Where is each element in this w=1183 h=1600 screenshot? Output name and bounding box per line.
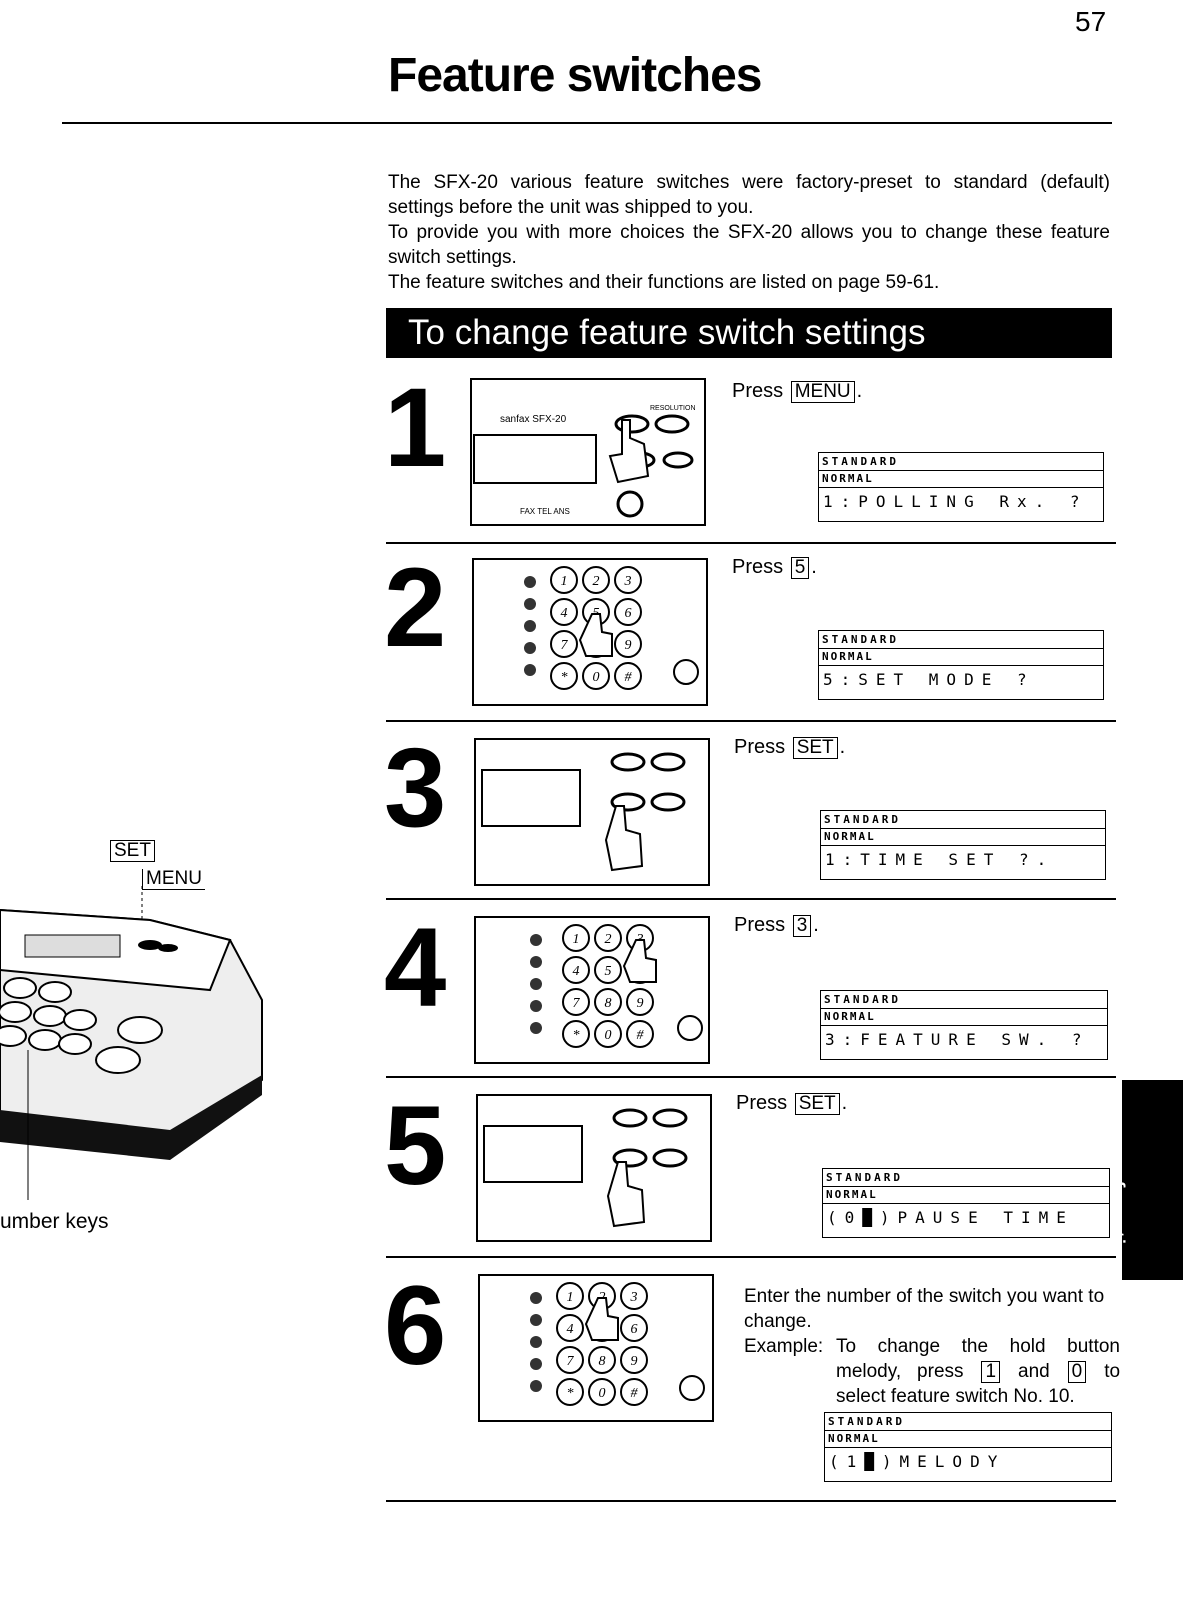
step-instruction: Press 5. [732,556,817,579]
svg-text:#: # [631,1386,639,1401]
brand-label: sanfax SFX-20 [500,414,567,425]
example-text: To change the hold button melody, press … [836,1336,1121,1407]
number-key: 3 [792,915,812,937]
svg-text:7: 7 [573,996,581,1011]
svg-text:4: 4 [573,964,580,979]
number-key: 0 [1067,1361,1087,1383]
step-instruction: Press SET. [734,736,846,759]
step-instruction: Enter the number of the switch you want … [744,1284,1120,1409]
intro-text: The SFX-20 various feature switches were… [388,170,1110,295]
svg-text:4: 4 [561,606,568,621]
svg-text:2: 2 [593,574,600,589]
step-separator [386,720,1116,722]
left-menu-key-label: MENU [140,866,207,890]
page-number: 57 [1075,6,1107,37]
svg-text:1: 1 [573,932,580,947]
page-title: Feature switches [388,49,762,102]
svg-text:3: 3 [630,1290,638,1305]
svg-text:*: * [573,1028,580,1043]
keypad-illustration: 123 456 789 *0# [474,916,710,1064]
svg-text:*: * [561,670,568,685]
step-number: 2 [384,545,447,670]
step-separator [386,1500,1116,1502]
svg-text:9: 9 [625,638,632,653]
svg-text:8: 8 [605,996,612,1011]
keypad-illustration: 123 456 789 *0# [478,1274,714,1422]
set-key: SET [794,1093,840,1115]
step-instruction: Press MENU. [732,380,863,403]
step-separator [386,1256,1116,1258]
svg-text:9: 9 [637,996,644,1011]
svg-text:8: 8 [599,1354,606,1369]
control-panel-illustration: sanfax SFX-20 FAX TEL ANS RESOLUTION [470,378,706,526]
svg-text:*: * [567,1386,574,1401]
step-instruction: Press 3. [734,914,819,937]
fax-machine-illustration [0,886,263,1200]
svg-text:6: 6 [625,606,632,621]
svg-text:0: 0 [593,670,600,685]
svg-text:1: 1 [567,1290,574,1305]
number-keys-caption: umber keys [0,1210,109,1233]
step-separator [386,898,1116,900]
svg-text:4: 4 [567,1322,574,1337]
intro-paragraph-2: To provide you with more choices the SFX… [388,222,1110,268]
set-key: SET [792,737,838,759]
svg-text:5: 5 [605,964,612,979]
number-key: 1 [981,1361,1001,1383]
title-rule [62,122,1112,124]
svg-text:2: 2 [605,932,612,947]
control-panel-illustration [476,1094,712,1242]
intro-paragraph-1: The SFX-20 various feature switches were… [388,172,1110,218]
svg-text:7: 7 [561,638,569,653]
step-separator [386,1076,1116,1078]
number-key: 5 [790,557,810,579]
side-tab: functions [1100,1080,1183,1288]
svg-text:3: 3 [624,574,632,589]
step-separator [386,542,1116,544]
svg-text:#: # [625,670,633,685]
svg-text:6: 6 [631,1322,638,1337]
enter-switch-text: Enter the number of the switch you want … [744,1286,1105,1332]
example-label: Example: [744,1336,824,1357]
left-set-key-label: SET [108,838,157,862]
svg-text:0: 0 [605,1028,612,1043]
svg-text:#: # [637,1028,645,1043]
step-instruction: Press SET. [736,1092,848,1115]
step-number: 4 [384,905,447,1030]
control-panel-illustration [474,738,710,886]
step-number: 3 [384,725,447,850]
keypad-illustration: 123 456 789 *0# [472,558,708,706]
menu-key: MENU [790,381,855,403]
svg-text:RESOLUTION: RESOLUTION [650,405,696,412]
svg-text:1: 1 [561,574,568,589]
svg-text:0: 0 [599,1386,606,1401]
step-number: 6 [384,1263,447,1388]
intro-paragraph-3: The feature switches and their functions… [388,272,940,293]
section-banner: To change feature switch settings [386,308,1112,358]
step-number: 5 [384,1083,447,1208]
svg-text:9: 9 [631,1354,638,1369]
svg-text:7: 7 [567,1354,575,1369]
step-number: 1 [384,365,447,490]
svg-text:FAX TEL ANS: FAX TEL ANS [520,507,570,516]
